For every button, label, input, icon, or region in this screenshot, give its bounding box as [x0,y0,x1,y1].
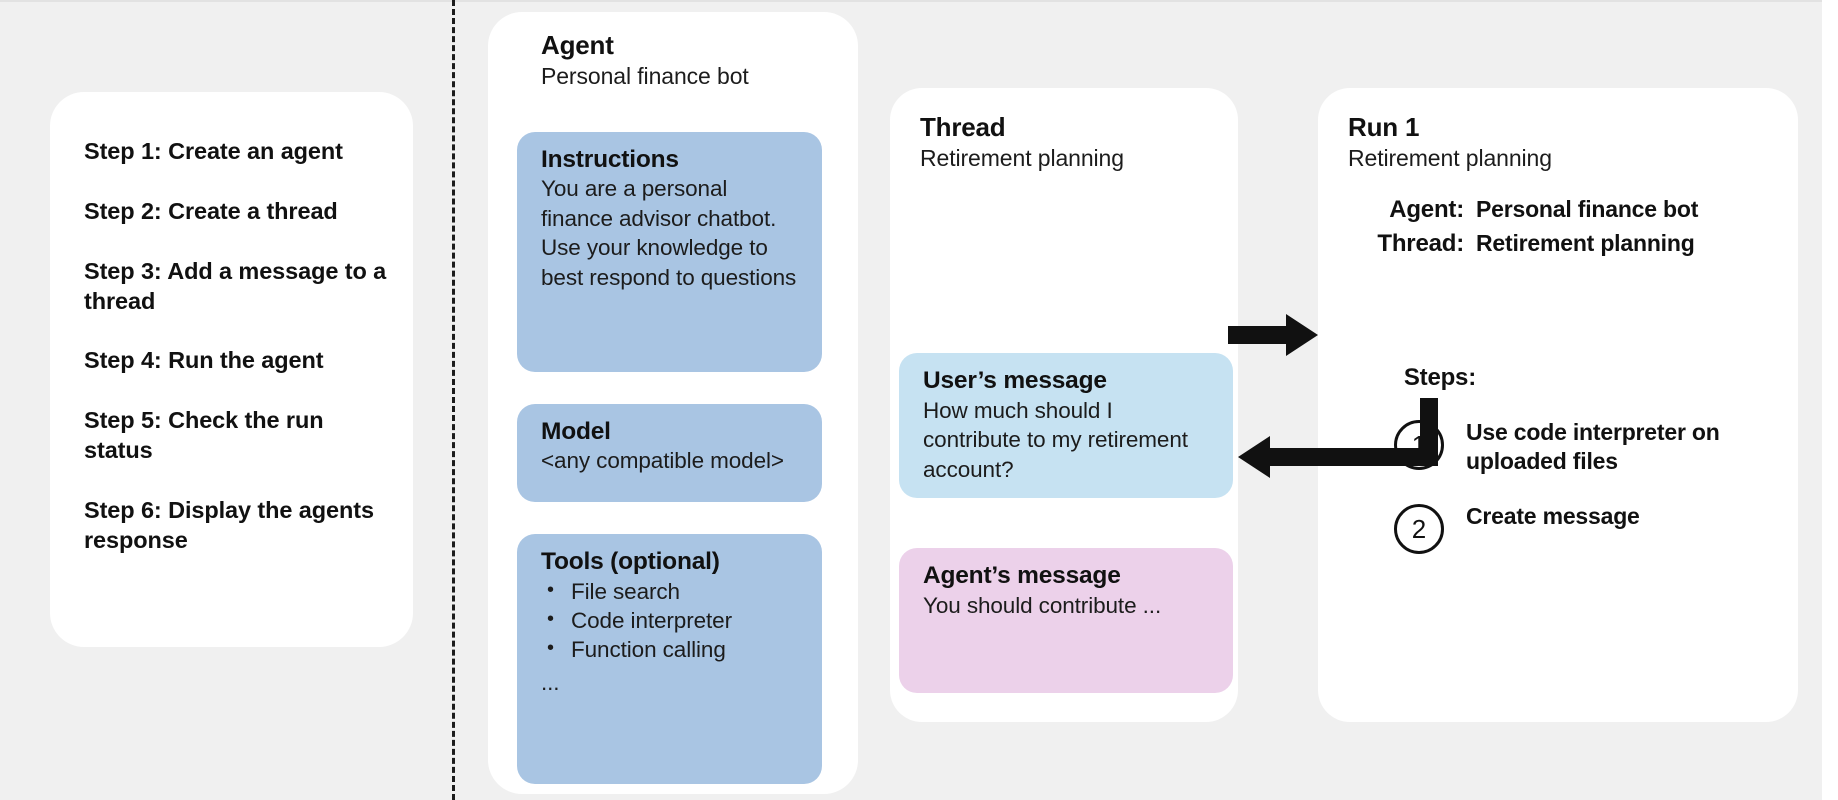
run-field-thread: Thread: Retirement planning [1318,230,1758,258]
run-fields: Agent: Personal finance bot Thread: Reti… [1318,196,1758,264]
run-field-thread-label: Thread: [1377,230,1464,257]
thread-card-title: Thread [920,112,1006,142]
arrow-return-elbow-icon [1238,398,1438,478]
run-steps-label: Steps: [1403,364,1476,391]
list-item: Step 5: Check the run status [84,407,324,464]
run-step-2: 2 Create message [1394,502,1794,554]
list-item: Step 4: Run the agent [84,347,324,374]
tools-ellipsis: ... [541,670,560,696]
top-border-line [0,0,1838,2]
run-card-title: Run 1 [1348,112,1420,142]
model-title: Model [541,418,611,445]
arrow-right-icon [1228,314,1318,356]
step-number-circle-icon: 2 [1394,503,1444,554]
steps-panel-card: Step 1: Create an agent Step 2: Create a… [50,92,413,647]
instructions-title: Instructions [541,146,679,173]
agent-message-body: You should contribute ... [923,593,1162,618]
run-field-agent-value: Personal finance bot [1476,196,1699,222]
model-box: Model <any compatible model> [517,404,822,502]
run-field-thread-value: Retirement planning [1476,230,1695,256]
list-item: Step 3: Add a message to a thread [84,257,387,314]
run-card: Run 1 Retirement planning Agent: Persona… [1318,88,1798,722]
agent-card-subtitle: Personal finance bot [541,63,749,89]
run-steps-list: 1 Use code interpreter on uploaded files… [1394,418,1794,580]
user-message-title: User’s message [923,367,1107,394]
tools-list: File search Code interpreter Function ca… [541,578,800,664]
agent-message-bubble: Agent’s message You should contribute ..… [899,548,1233,693]
list-item: Function calling [541,636,800,665]
list-item: Step 2: Create a thread [84,197,338,224]
right-white-strip [1822,0,1838,800]
run-field-agent: Agent: Personal finance bot [1318,196,1758,224]
run-card-subtitle: Retirement planning [1348,145,1552,171]
list-item: Code interpreter [541,607,800,636]
agent-message-title: Agent’s message [923,562,1121,589]
list-item: Step 6: Display the agents response [84,496,374,553]
run-step-1-text: Use code interpreter on uploaded files [1466,419,1720,474]
instructions-box: Instructions You are a personal finance … [517,132,822,372]
thread-card-subtitle: Retirement planning [920,145,1124,171]
thread-card: Thread Retirement planning User’s messag… [890,88,1238,722]
run-field-agent-label: Agent: [1389,196,1464,223]
steps-list: Step 1: Create an agent Step 2: Create a… [84,137,389,586]
agent-card: Agent Personal finance bot Instructions … [488,12,858,794]
agent-card-title: Agent [541,30,614,60]
agent-card-header: Agent Personal finance bot [541,30,749,90]
list-item: Step 1: Create an agent [84,138,343,164]
thread-card-header: Thread Retirement planning [920,112,1124,172]
run-step-2-text: Create message [1466,502,1640,529]
tools-title: Tools (optional) [541,548,720,575]
instructions-body: You are a personal finance advisor chatb… [541,176,797,291]
tools-box: Tools (optional) File search Code interp… [517,534,822,784]
run-card-header: Run 1 Retirement planning [1348,112,1552,172]
run-step-1: 1 Use code interpreter on uploaded files [1394,418,1794,476]
user-message-body: How much should I contribute to my retir… [923,398,1188,482]
vertical-dashed-divider [452,0,455,800]
list-item: File search [541,578,800,607]
model-body: <any compatible model> [541,448,784,473]
user-message-bubble: User’s message How much should I contrib… [899,353,1233,498]
